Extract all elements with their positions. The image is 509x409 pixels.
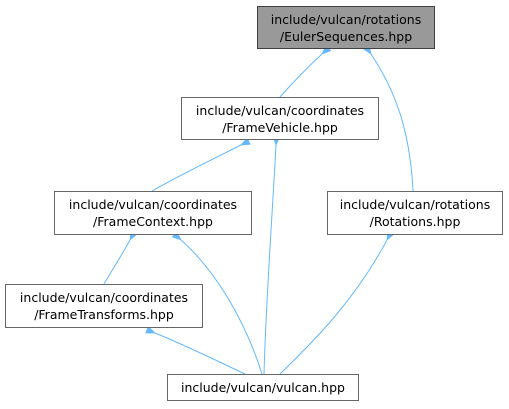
edge-vulcan-to-context xyxy=(171,231,263,375)
node-frame-vehicle-line2: /FrameVehicle.hpp xyxy=(222,119,338,135)
node-frame-context-line1: include/vulcan/coordinates xyxy=(68,197,238,212)
node-rotations-line1: include/vulcan/rotations xyxy=(339,197,491,212)
node-vulcan-line1: include/vulcan/vulcan.hpp xyxy=(181,380,345,395)
node-vulcan[interactable]: include/vulcan/vulcan.hpp xyxy=(167,374,359,401)
node-frame-vehicle[interactable]: include/vulcan/coordinates /FrameVehicle… xyxy=(181,97,379,140)
node-euler-sequences-line1: include/vulcan/rotations xyxy=(270,11,422,27)
node-euler-sequences[interactable]: include/vulcan/rotations /EulerSequences… xyxy=(257,6,435,49)
edge-rotations-to-euler xyxy=(362,44,414,192)
node-rotations[interactable]: include/vulcan/rotations /Rotations.hpp xyxy=(327,191,503,235)
node-frame-transforms-line2: /FrameTransforms.hpp xyxy=(34,307,174,322)
edge-vulcan-to-transforms xyxy=(145,325,246,375)
node-frame-transforms[interactable]: include/vulcan/coordinates /FrameTransfo… xyxy=(5,284,203,328)
edge-transforms-to-context xyxy=(103,230,138,285)
node-rotations-line2: /Rotations.hpp xyxy=(369,214,461,229)
node-frame-context[interactable]: include/vulcan/coordinates /FrameContext… xyxy=(54,191,252,235)
edge-vulcan-to-rotations xyxy=(279,230,395,375)
node-frame-vehicle-line1: include/vulcan/coordinates xyxy=(195,102,365,118)
node-frame-transforms-line1: include/vulcan/coordinates xyxy=(19,290,189,305)
edge-vehicle-to-euler xyxy=(279,44,332,98)
edge-vulcan-to-vehicle xyxy=(263,135,281,375)
node-euler-sequences-line2: /EulerSequences.hpp xyxy=(279,28,413,44)
edge-context-to-vehicle xyxy=(151,137,251,192)
node-frame-context-line2: /FrameContext.hpp xyxy=(93,214,213,229)
